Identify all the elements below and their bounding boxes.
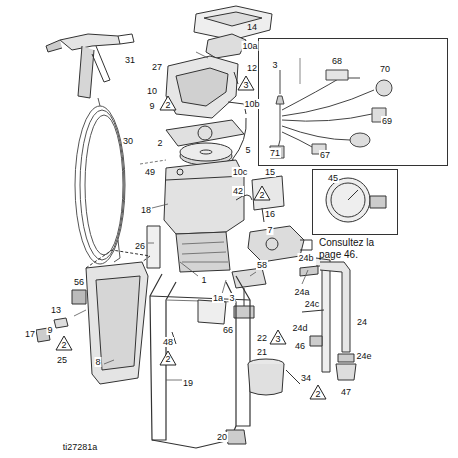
callout-number: 47 — [340, 387, 352, 397]
callout-number: 9 — [46, 325, 53, 335]
callout-number: 71 — [269, 148, 281, 158]
bucket — [86, 262, 148, 384]
callout-number: 24c — [304, 299, 321, 309]
callout-number: 49 — [144, 167, 156, 177]
shroud — [166, 56, 238, 118]
callout-number: 5 — [244, 145, 251, 155]
callout-number: 10b — [243, 99, 260, 109]
callout-number: 46 — [294, 341, 306, 351]
callout-number: 26 — [134, 241, 146, 251]
callout-number: 21 — [256, 347, 268, 357]
callout-number: 70 — [379, 64, 391, 74]
inset-box: 3 68 70 69 67 71 — [258, 38, 448, 166]
callout-number: 1 — [200, 275, 207, 285]
warning-triangles — [56, 76, 326, 399]
callout-number: 45 — [327, 173, 339, 183]
callout-number: 17 — [24, 329, 36, 339]
power-cords — [270, 58, 392, 158]
warning-number: 2 — [258, 190, 265, 200]
callout-number: 48 — [162, 337, 174, 347]
leader-lines — [74, 52, 308, 380]
callout-number: 31 — [124, 55, 136, 65]
callout-number: 10a — [241, 41, 258, 51]
callout-number: 68 — [331, 56, 343, 66]
spray-gun — [46, 34, 134, 98]
warning-number: 2 — [164, 354, 171, 364]
callout-number: 20 — [216, 432, 228, 442]
warning-number: 14 — [246, 22, 258, 32]
frame — [150, 274, 250, 448]
control-board — [252, 176, 284, 210]
figure-id: ti27281a — [62, 442, 99, 452]
callout-number: 7 — [266, 225, 273, 235]
hose-coil — [75, 98, 125, 264]
callout-number: 25 — [56, 355, 68, 365]
callout-number: 66 — [222, 325, 234, 335]
reference-note: Consultez la page 46. — [318, 237, 392, 261]
callout-number: 19 — [182, 378, 194, 388]
callout-number: 9 — [148, 101, 155, 111]
pump — [248, 226, 304, 262]
callout-number: 3 — [228, 293, 235, 303]
callout-number: 42 — [232, 186, 244, 196]
motor — [176, 232, 230, 272]
callout-number: 27 — [151, 62, 163, 72]
callout-number: 34 — [300, 373, 312, 383]
warning-number: 2 — [164, 100, 171, 110]
callout-number: 58 — [256, 260, 268, 270]
foot — [226, 430, 246, 444]
callout-number: 10c — [232, 167, 249, 177]
callout-number: 24d — [291, 323, 308, 333]
callout-number: 3 — [271, 60, 278, 70]
callout-number: 16 — [264, 209, 276, 219]
callout-number: 13 — [50, 305, 62, 315]
callout-number: 8 — [94, 357, 101, 367]
inset-box: 45 — [312, 169, 398, 235]
callout-number: 67 — [319, 150, 331, 160]
callout-number: 69 — [381, 116, 393, 126]
callout-number: 30 — [122, 136, 134, 146]
callout-number: 22 — [256, 333, 268, 343]
warning-number: 2 — [60, 340, 67, 350]
callout-number: 1a — [212, 293, 224, 303]
callout-number: 12 — [246, 63, 258, 73]
warning-number: 3 — [242, 80, 249, 90]
warning-number: 2 — [314, 389, 321, 399]
callout-number: 24e — [355, 351, 372, 361]
callout-number: 2 — [156, 138, 163, 148]
plate — [166, 120, 244, 146]
callout-number: 18 — [140, 205, 152, 215]
callout-number: 24a — [293, 287, 310, 297]
warning-number: 3 — [274, 334, 281, 344]
callout-number: 15 — [264, 167, 276, 177]
callout-number: 24 — [356, 317, 368, 327]
suction-tube — [300, 258, 356, 380]
callout-number: 56 — [73, 277, 85, 287]
pressure-gauge — [326, 178, 386, 222]
callout-number: 10 — [146, 86, 158, 96]
callout-number: 24b — [297, 253, 314, 263]
